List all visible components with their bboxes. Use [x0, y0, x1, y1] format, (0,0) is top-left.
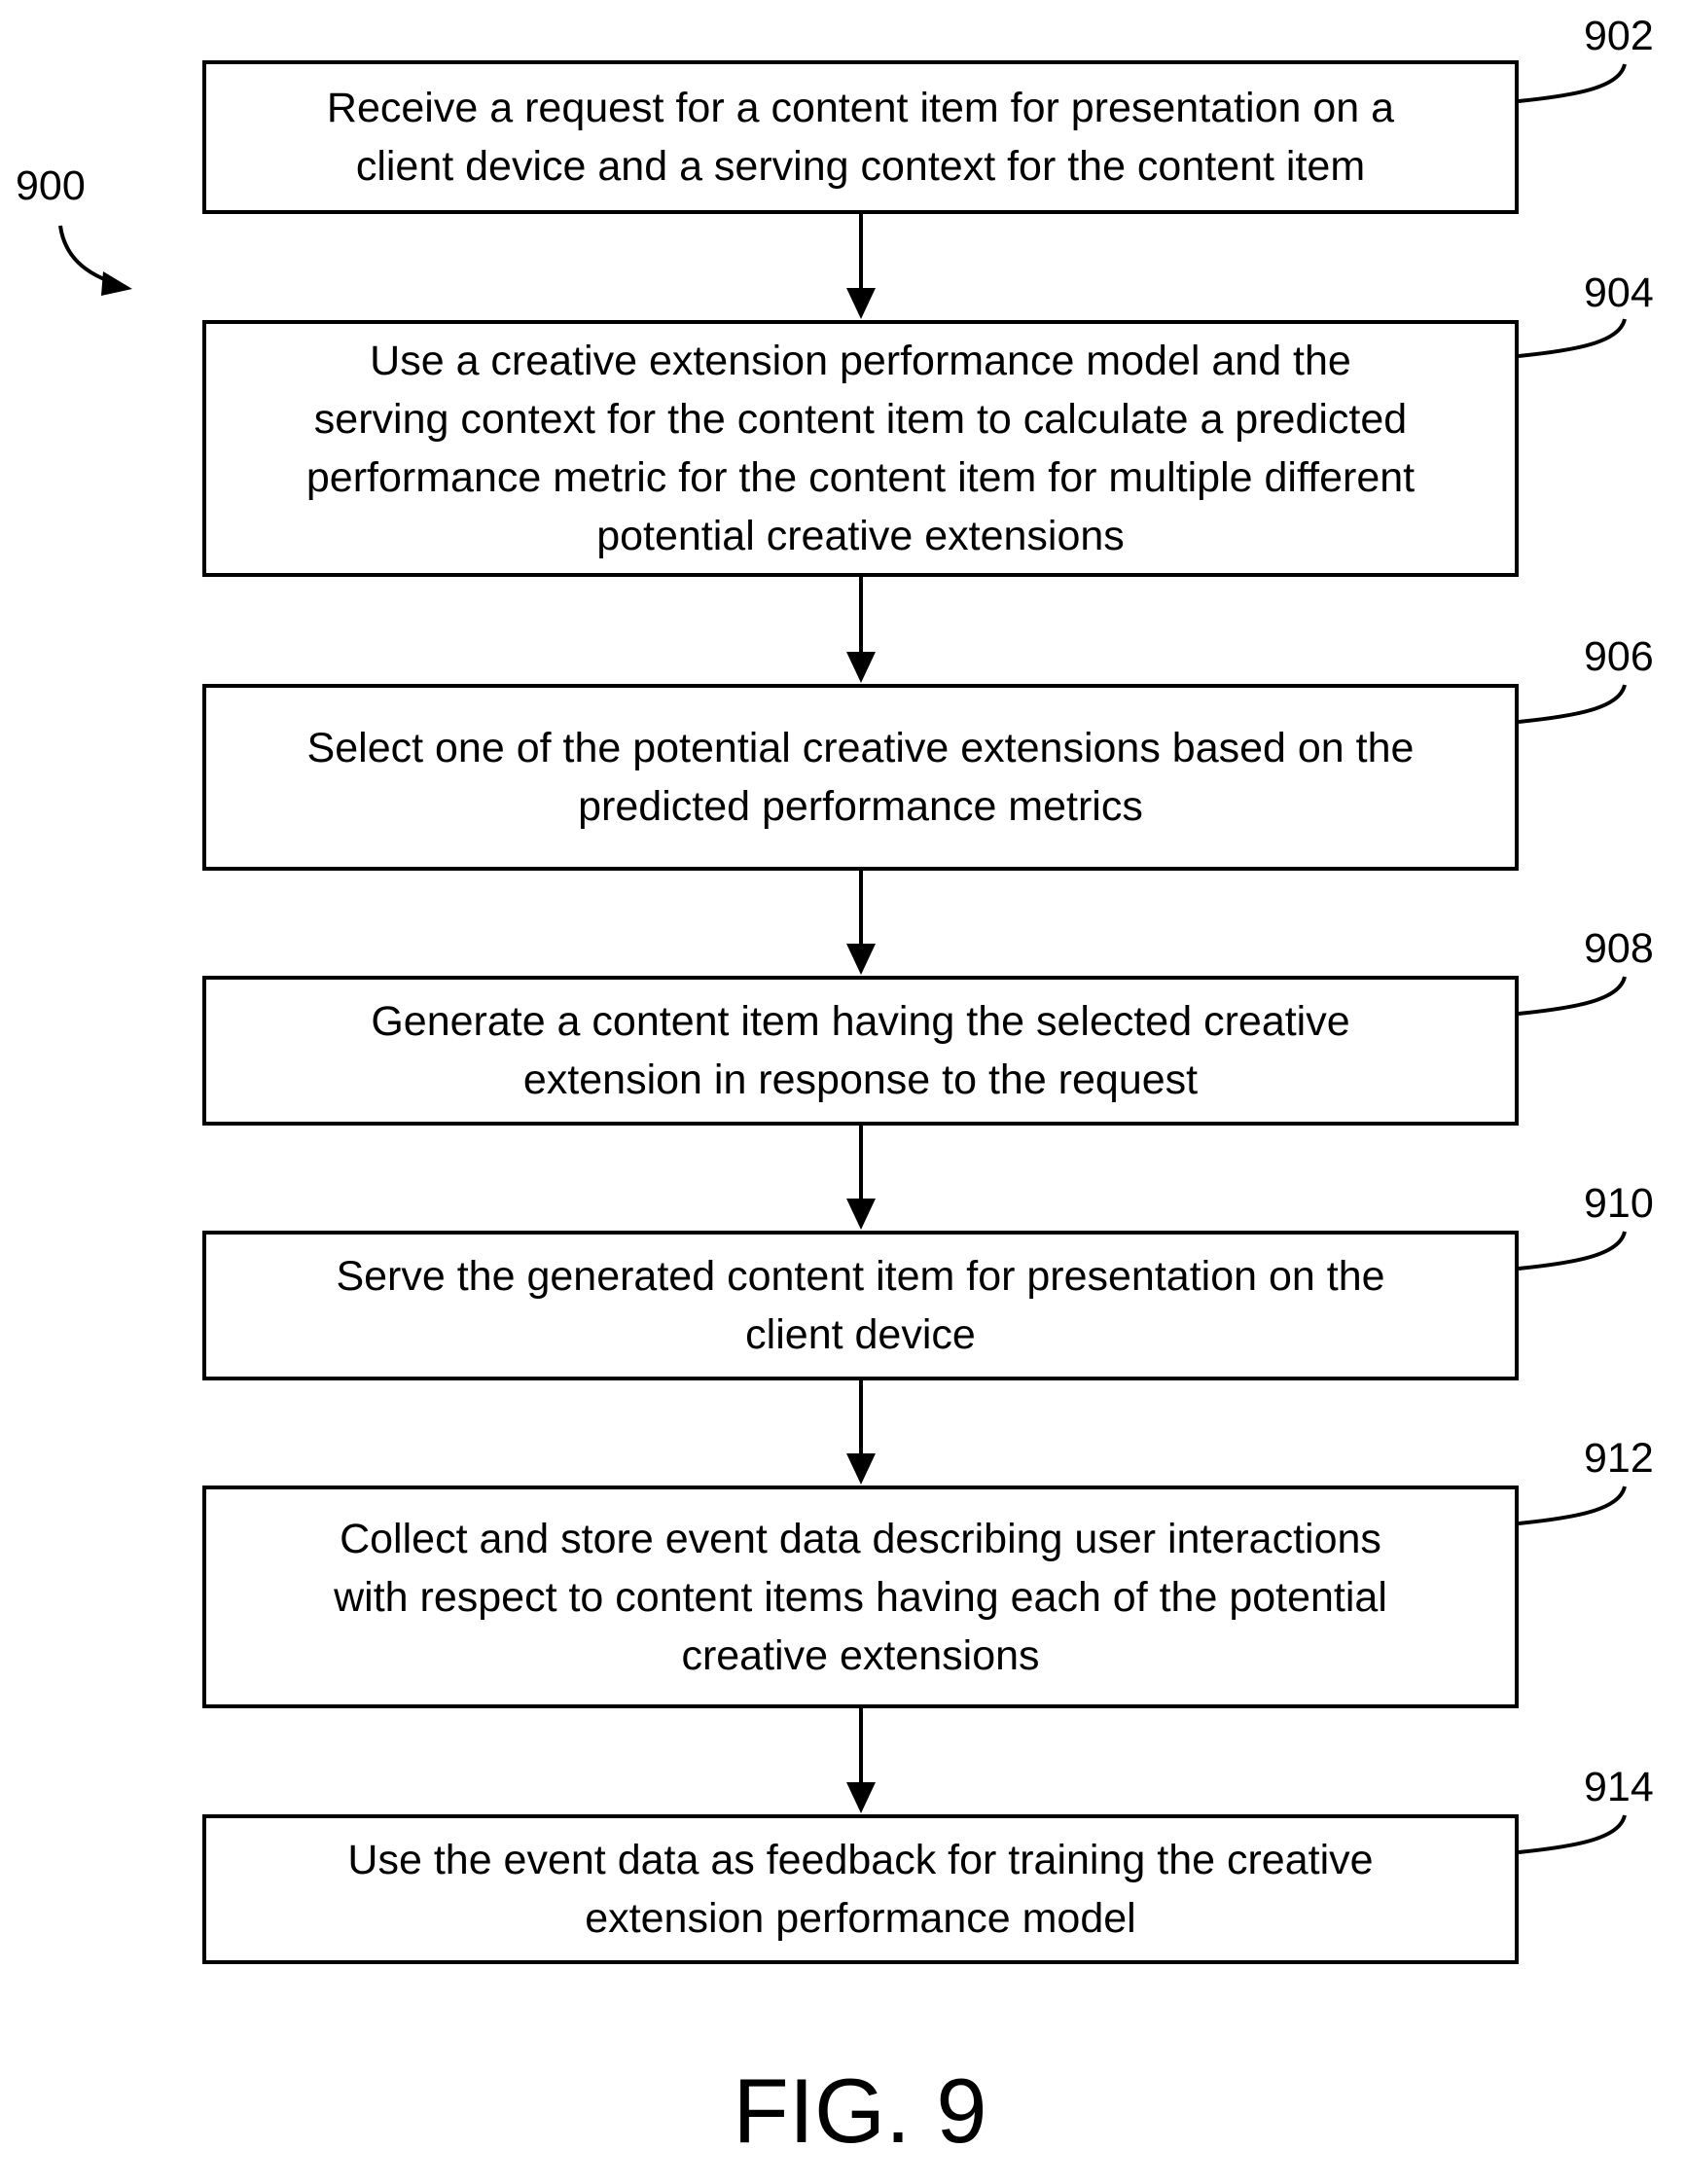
leader-904	[1519, 319, 1625, 356]
step-box-906: Select one of the potential creative ext…	[202, 684, 1519, 871]
step-ref-908: 908	[1584, 924, 1654, 973]
step-text-906: Select one of the potential creative ext…	[307, 719, 1415, 836]
arrowhead-914	[846, 1782, 876, 1813]
leader-912	[1519, 1486, 1625, 1523]
leader-910	[1519, 1232, 1625, 1269]
step-box-914: Use the event data as feedback for train…	[202, 1814, 1519, 1964]
arrowhead-910	[846, 1199, 876, 1230]
step-box-904: Use a creative extension performance mod…	[202, 320, 1519, 577]
step-ref-906: 906	[1584, 632, 1654, 681]
leader-914	[1519, 1815, 1625, 1852]
step-ref-902: 902	[1584, 12, 1654, 60]
leader-908	[1519, 977, 1625, 1014]
figure-pointer-arrow	[60, 226, 121, 285]
step-box-902: Receive a request for a content item for…	[202, 60, 1519, 214]
leader-902	[1519, 64, 1625, 101]
step-box-910: Serve the generated content item for pre…	[202, 1231, 1519, 1380]
step-text-912: Collect and store event data describing …	[334, 1510, 1387, 1685]
arrowhead-908	[846, 944, 876, 975]
leader-906	[1519, 685, 1625, 722]
arrowhead-904	[846, 288, 876, 319]
step-text-910: Serve the generated content item for pre…	[336, 1247, 1384, 1364]
step-box-912: Collect and store event data describing …	[202, 1486, 1519, 1708]
step-text-908: Generate a content item having the selec…	[371, 992, 1349, 1109]
step-ref-914: 914	[1584, 1763, 1654, 1811]
step-text-904: Use a creative extension performance mod…	[306, 332, 1415, 565]
figure-number-label: 900	[16, 161, 86, 210]
step-ref-912: 912	[1584, 1434, 1654, 1483]
step-text-902: Receive a request for a content item for…	[327, 79, 1394, 196]
arrowhead-912	[846, 1453, 876, 1485]
figure-caption: FIG. 9	[0, 2058, 1685, 2165]
step-ref-910: 910	[1584, 1179, 1654, 1228]
arrowhead-906	[846, 652, 876, 683]
figure-pointer-arrowhead	[101, 271, 132, 296]
step-box-908: Generate a content item having the selec…	[202, 976, 1519, 1126]
step-text-914: Use the event data as feedback for train…	[347, 1831, 1373, 1948]
step-ref-904: 904	[1584, 269, 1654, 317]
